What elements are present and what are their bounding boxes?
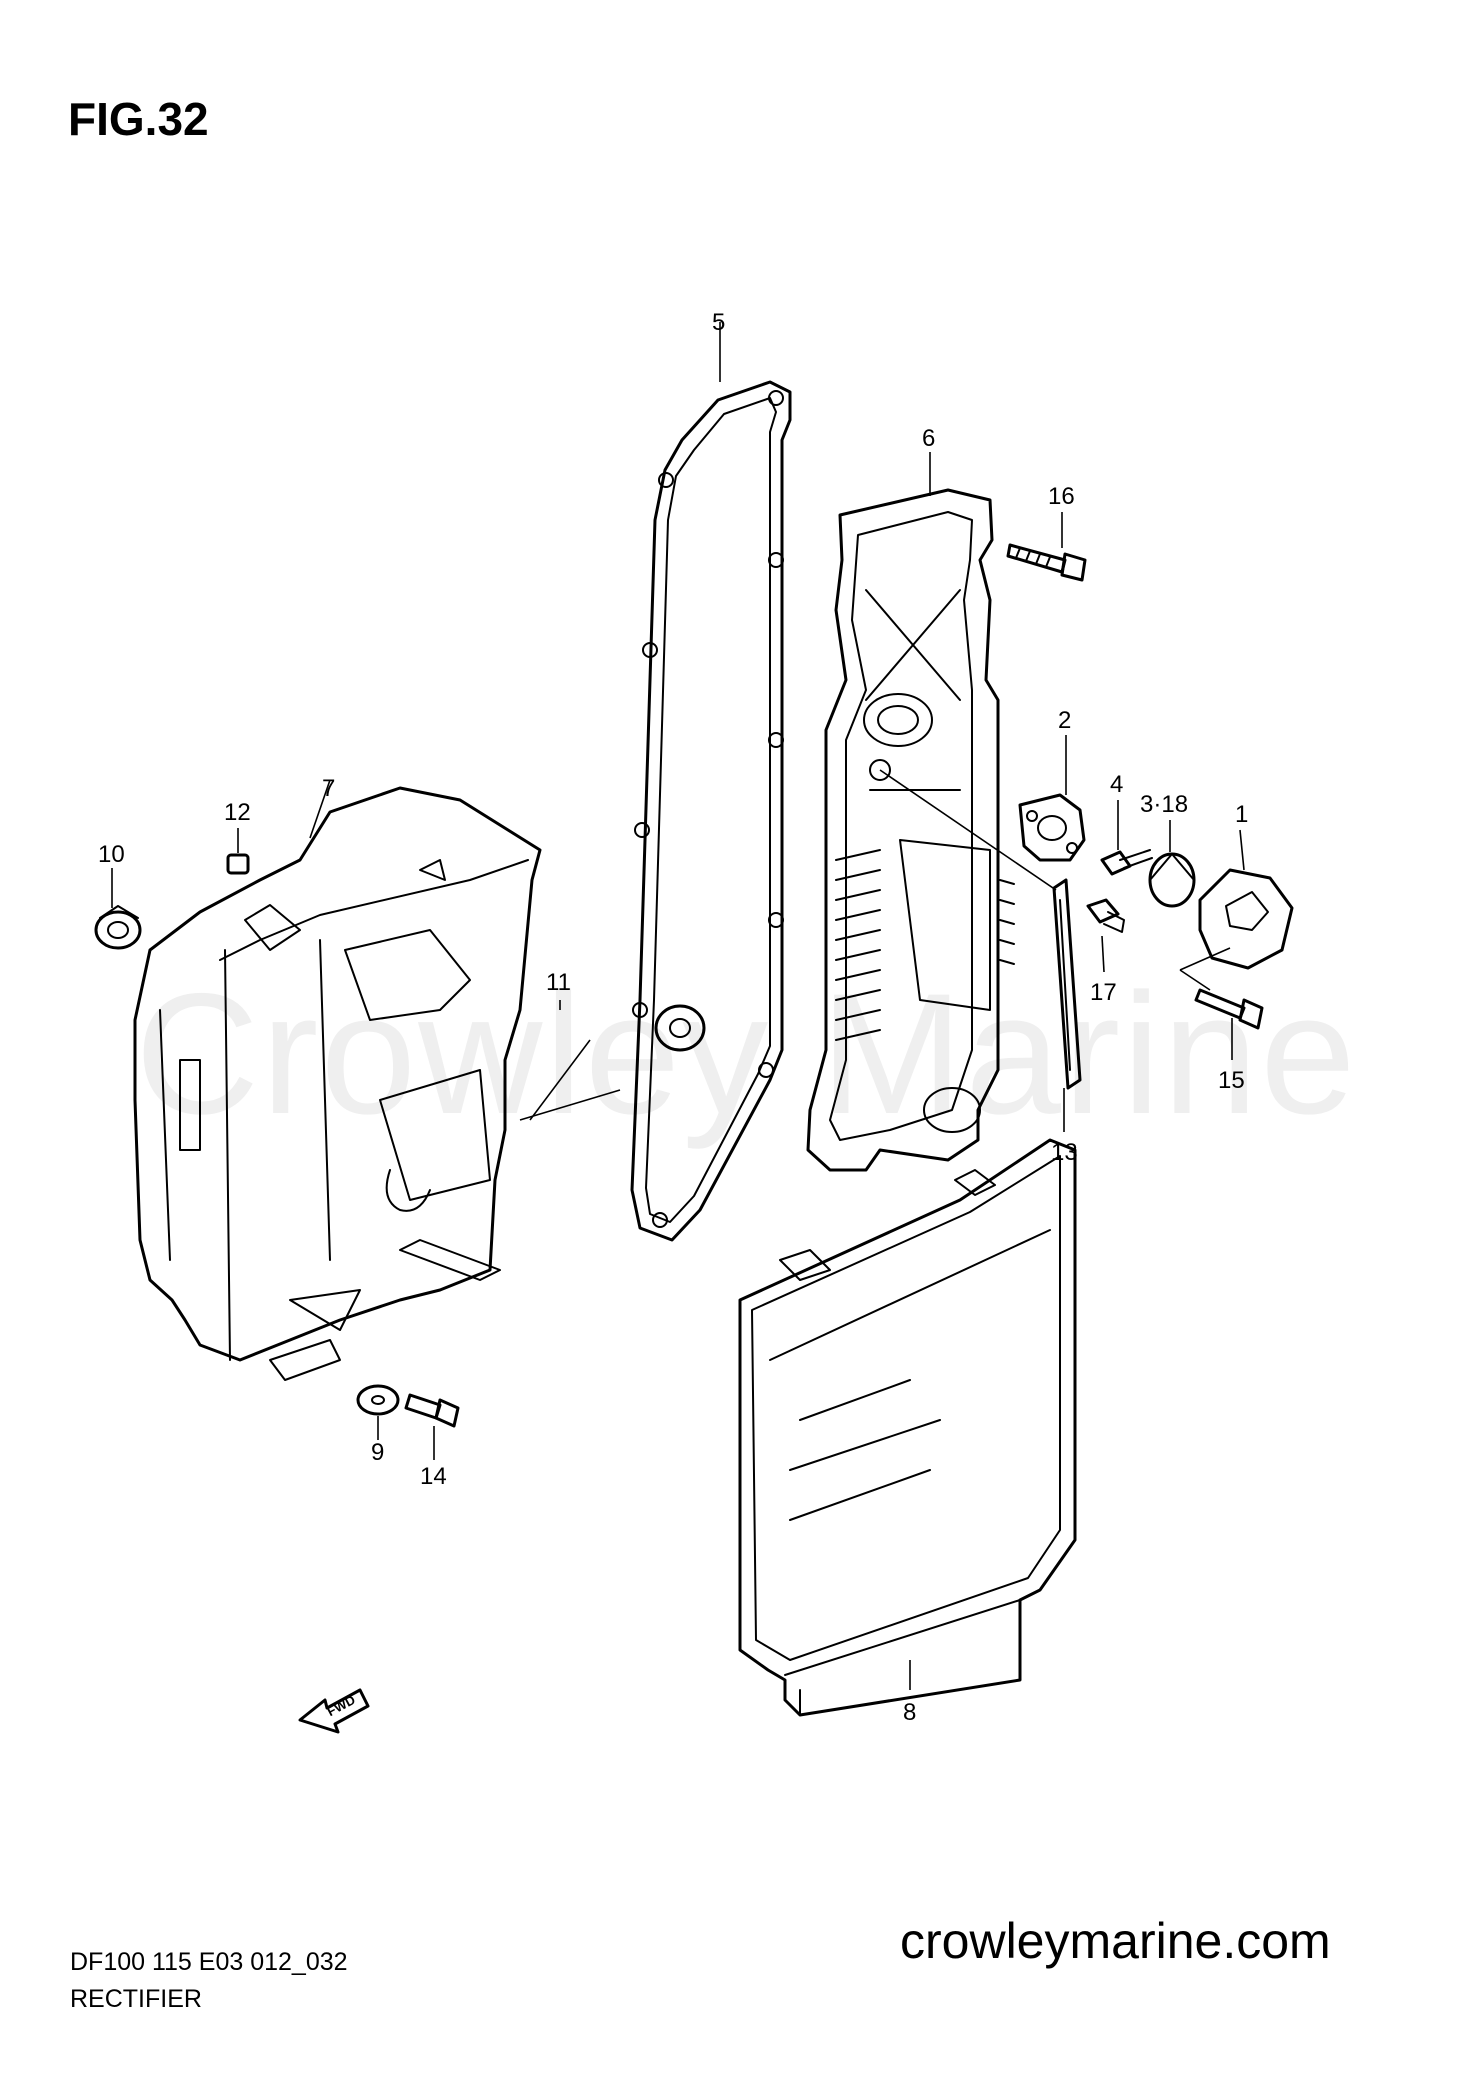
- callout-11: 11: [546, 969, 571, 996]
- leader-lines: [111, 322, 1245, 1690]
- part-rectifier-case: [133, 786, 542, 1381]
- part-rectifier-plate: [806, 488, 1015, 1172]
- callout-4: 4: [1110, 771, 1123, 798]
- fwd-arrow-icon: FWD: [298, 1688, 370, 1734]
- part-clip: [226, 853, 250, 875]
- site-name: crowleymarine.com: [900, 1913, 1331, 1969]
- model-code: DF100 115 E03 012_032: [70, 1948, 348, 1976]
- part-grommet: [94, 905, 142, 950]
- part-cover: [738, 1138, 1077, 1717]
- callouts: 1 2 3·18 4 5 6 7 8 9 10 11 12 13 14 15 1…: [98, 309, 1248, 1726]
- callout-14: 14: [420, 1463, 447, 1490]
- watermark: Crowley Marine: [135, 958, 1358, 1150]
- callout-15: 15: [1218, 1067, 1245, 1094]
- callout-2: 2: [1058, 707, 1071, 734]
- callout-13: 13: [1051, 1139, 1078, 1166]
- callout-9: 9: [371, 1439, 384, 1466]
- figure-title: FIG.32: [68, 93, 209, 145]
- part-name: RECTIFIER: [70, 1985, 202, 2013]
- part-gasket: [630, 380, 792, 1242]
- callout-1: 1: [1235, 801, 1248, 828]
- callout-17: 17: [1090, 979, 1117, 1006]
- callout-7: 7: [322, 775, 335, 802]
- part-bolt-14: [404, 1393, 460, 1428]
- part-grommet-2: [654, 1004, 706, 1052]
- callout-12: 12: [224, 799, 251, 826]
- part-washer: [356, 1384, 400, 1416]
- part-small-gasket: [1018, 793, 1086, 862]
- callout-16: 16: [1048, 483, 1075, 510]
- callout-3-18: 3·18: [1140, 791, 1188, 818]
- part-bolt-4: [1100, 849, 1153, 876]
- part-strap: [1052, 878, 1082, 1090]
- part-bolt-16: [1006, 543, 1087, 582]
- callout-8: 8: [903, 1699, 916, 1726]
- part-bolt-17: [1086, 898, 1125, 933]
- part-holder: [1198, 868, 1294, 970]
- callout-5: 5: [712, 309, 725, 336]
- part-spacer: [1148, 852, 1196, 908]
- callout-10: 10: [98, 841, 125, 868]
- callout-6: 6: [922, 425, 935, 452]
- part-bolt-15: [1194, 988, 1264, 1030]
